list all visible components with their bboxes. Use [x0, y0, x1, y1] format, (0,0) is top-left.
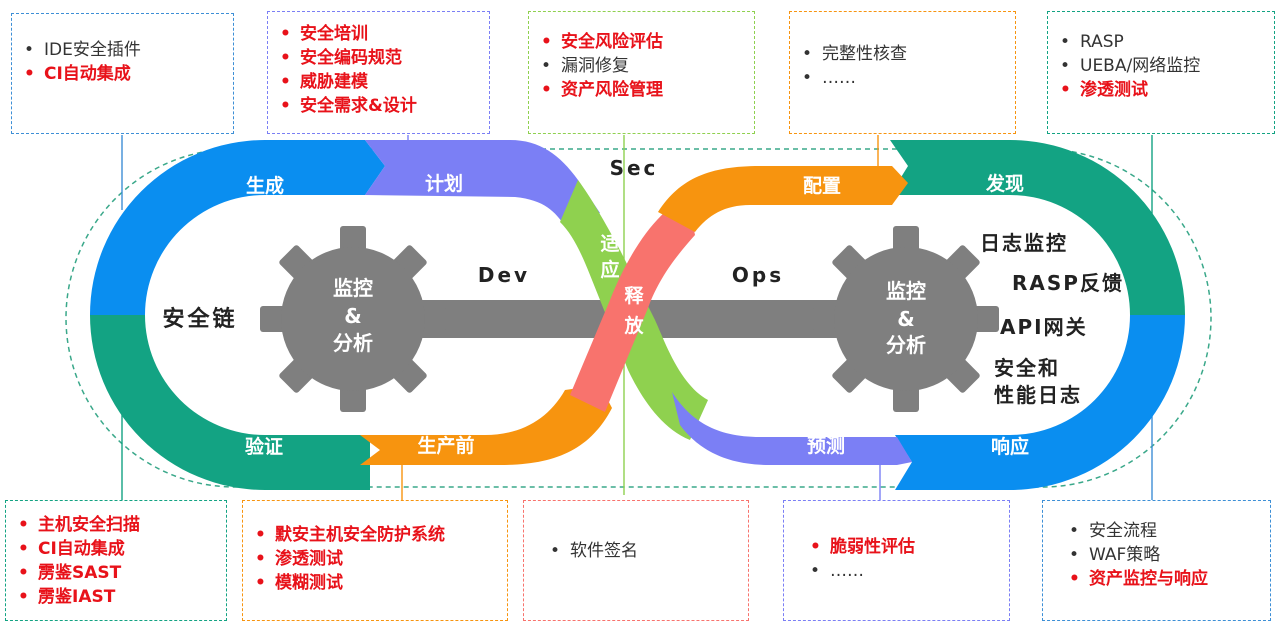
label-jihua: 计划 — [425, 172, 463, 195]
segment-peizhi — [658, 166, 908, 232]
top-box-4-item: …… — [798, 66, 1007, 90]
top-box-3-item: 漏洞修复 — [537, 54, 746, 78]
label-shengcheng: 生成 — [246, 174, 284, 197]
bottom-box-1: 主机安全扫描CI自动集成雳鉴SAST雳鉴IAST — [5, 500, 227, 621]
bottom-box-3-list: 软件签名 — [546, 539, 726, 563]
bottom-box-5-item: 资产监控与响应 — [1065, 567, 1248, 591]
top-box-5-item: 渗透测试 — [1056, 78, 1266, 102]
gear-right-line2: & — [897, 307, 914, 331]
right-list-1: 日志监控 — [980, 231, 1068, 255]
top-box-3-item: 资产风险管理 — [537, 78, 746, 102]
right-list-2: RASP反馈 — [1012, 271, 1124, 295]
top-box-3-list: 安全风险评估漏洞修复资产风险管理 — [537, 30, 746, 102]
label-shifang-1: 释 — [624, 285, 644, 307]
top-box-1-list: IDE安全插件CI自动集成 — [20, 38, 225, 86]
top-box-2-item: 威胁建模 — [276, 70, 481, 94]
label-shiying-2: 应 — [600, 258, 619, 281]
bottom-box-4-item: 脆弱性评估 — [806, 535, 987, 559]
label-anquanlian: 安全链 — [162, 306, 237, 332]
gear-right-shape — [813, 226, 999, 412]
gear-left-line1: 监控 — [333, 276, 373, 300]
right-list-3: API网关 — [1000, 315, 1088, 339]
top-box-3-item: 安全风险评估 — [537, 30, 746, 54]
bottom-box-5: 安全流程WAF策略资产监控与响应 — [1042, 500, 1271, 621]
gear-left-shape — [260, 226, 446, 412]
bottom-box-2-item: 渗透测试 — [251, 547, 499, 571]
bottom-box-2-item: 默安主机安全防护系统 — [251, 523, 499, 547]
top-box-2-item: 安全需求&设计 — [276, 94, 481, 118]
label-shiying-1: 适 — [600, 233, 619, 255]
bottom-box-1-item: 主机安全扫描 — [14, 513, 218, 537]
label-shifang-2: 放 — [623, 314, 644, 337]
label-peizhi: 配置 — [803, 175, 841, 197]
gear-right-line3: 分析 — [886, 333, 926, 357]
segment-shengcheng — [90, 140, 385, 315]
top-box-4-item: 完整性核查 — [798, 42, 1007, 66]
label-dev: Dev — [478, 263, 530, 287]
top-box-1-item: CI自动集成 — [20, 62, 225, 86]
bottom-box-3-item: 软件签名 — [546, 539, 726, 563]
bottom-box-5-item: 安全流程 — [1065, 519, 1248, 543]
top-box-4-list: 完整性核查…… — [798, 42, 1007, 90]
bottom-box-1-list: 主机安全扫描CI自动集成雳鉴SAST雳鉴IAST — [14, 513, 218, 609]
top-box-2-item: 安全培训 — [276, 22, 481, 46]
segment-xiangying — [895, 315, 1185, 490]
segment-yanzheng — [90, 315, 370, 490]
label-yanzheng: 验证 — [245, 435, 283, 458]
label-sec: Sec — [610, 156, 659, 180]
gear-left-line2: & — [344, 304, 361, 328]
top-box-2-item: 安全编码规范 — [276, 46, 481, 70]
bottom-box-4-list: 脆弱性评估…… — [806, 535, 987, 583]
top-box-5-item: UEBA/网络监控 — [1056, 54, 1266, 78]
top-box-3: 安全风险评估漏洞修复资产风险管理 — [528, 11, 755, 134]
top-box-5-item: RASP — [1056, 30, 1266, 54]
top-box-5-list: RASPUEBA/网络监控渗透测试 — [1056, 30, 1266, 102]
gear-left-line3: 分析 — [333, 331, 373, 355]
label-shengchanqian: 生产前 — [417, 434, 474, 457]
bottom-box-2-item: 模糊测试 — [251, 571, 499, 595]
bottom-box-3: 软件签名 — [523, 500, 749, 621]
bottom-box-1-item: CI自动集成 — [14, 537, 218, 561]
top-box-1-item: IDE安全插件 — [20, 38, 225, 62]
bottom-box-1-item: 雳鉴SAST — [14, 561, 218, 585]
label-ops: Ops — [732, 263, 784, 287]
outer-dashed-border — [65, 148, 1212, 488]
bottom-box-2: 默安主机安全防护系统渗透测试模糊测试 — [242, 500, 508, 621]
bottom-box-4-item: …… — [806, 559, 987, 583]
segment-faxian — [890, 140, 1185, 315]
label-faxian: 发现 — [985, 172, 1024, 195]
bottom-box-5-list: 安全流程WAF策略资产监控与响应 — [1065, 519, 1248, 591]
label-xiangying: 响应 — [991, 435, 1029, 458]
segment-shifang — [570, 210, 695, 412]
top-box-2: 安全培训安全编码规范威胁建模安全需求&设计 — [267, 11, 490, 134]
right-list-4: 安全和 — [994, 356, 1060, 380]
label-yuce: 预测 — [807, 435, 845, 457]
top-box-2-list: 安全培训安全编码规范威胁建模安全需求&设计 — [276, 22, 481, 118]
bottom-box-1-item: 雳鉴IAST — [14, 585, 218, 609]
top-box-4: 完整性核查…… — [789, 11, 1016, 134]
segment-shengchanqian — [360, 385, 612, 465]
bottom-box-5-item: WAF策略 — [1065, 543, 1248, 567]
segment-jihua — [365, 140, 600, 226]
bottom-box-2-list: 默安主机安全防护系统渗透测试模糊测试 — [251, 523, 499, 595]
top-box-5: RASPUEBA/网络监控渗透测试 — [1047, 11, 1275, 134]
gear-right-line1: 监控 — [886, 279, 926, 303]
right-list-5: 性能日志 — [994, 383, 1082, 407]
segment-yuce — [672, 392, 912, 465]
top-box-1: IDE安全插件CI自动集成 — [11, 13, 234, 134]
bottom-box-4: 脆弱性评估…… — [783, 500, 1010, 621]
